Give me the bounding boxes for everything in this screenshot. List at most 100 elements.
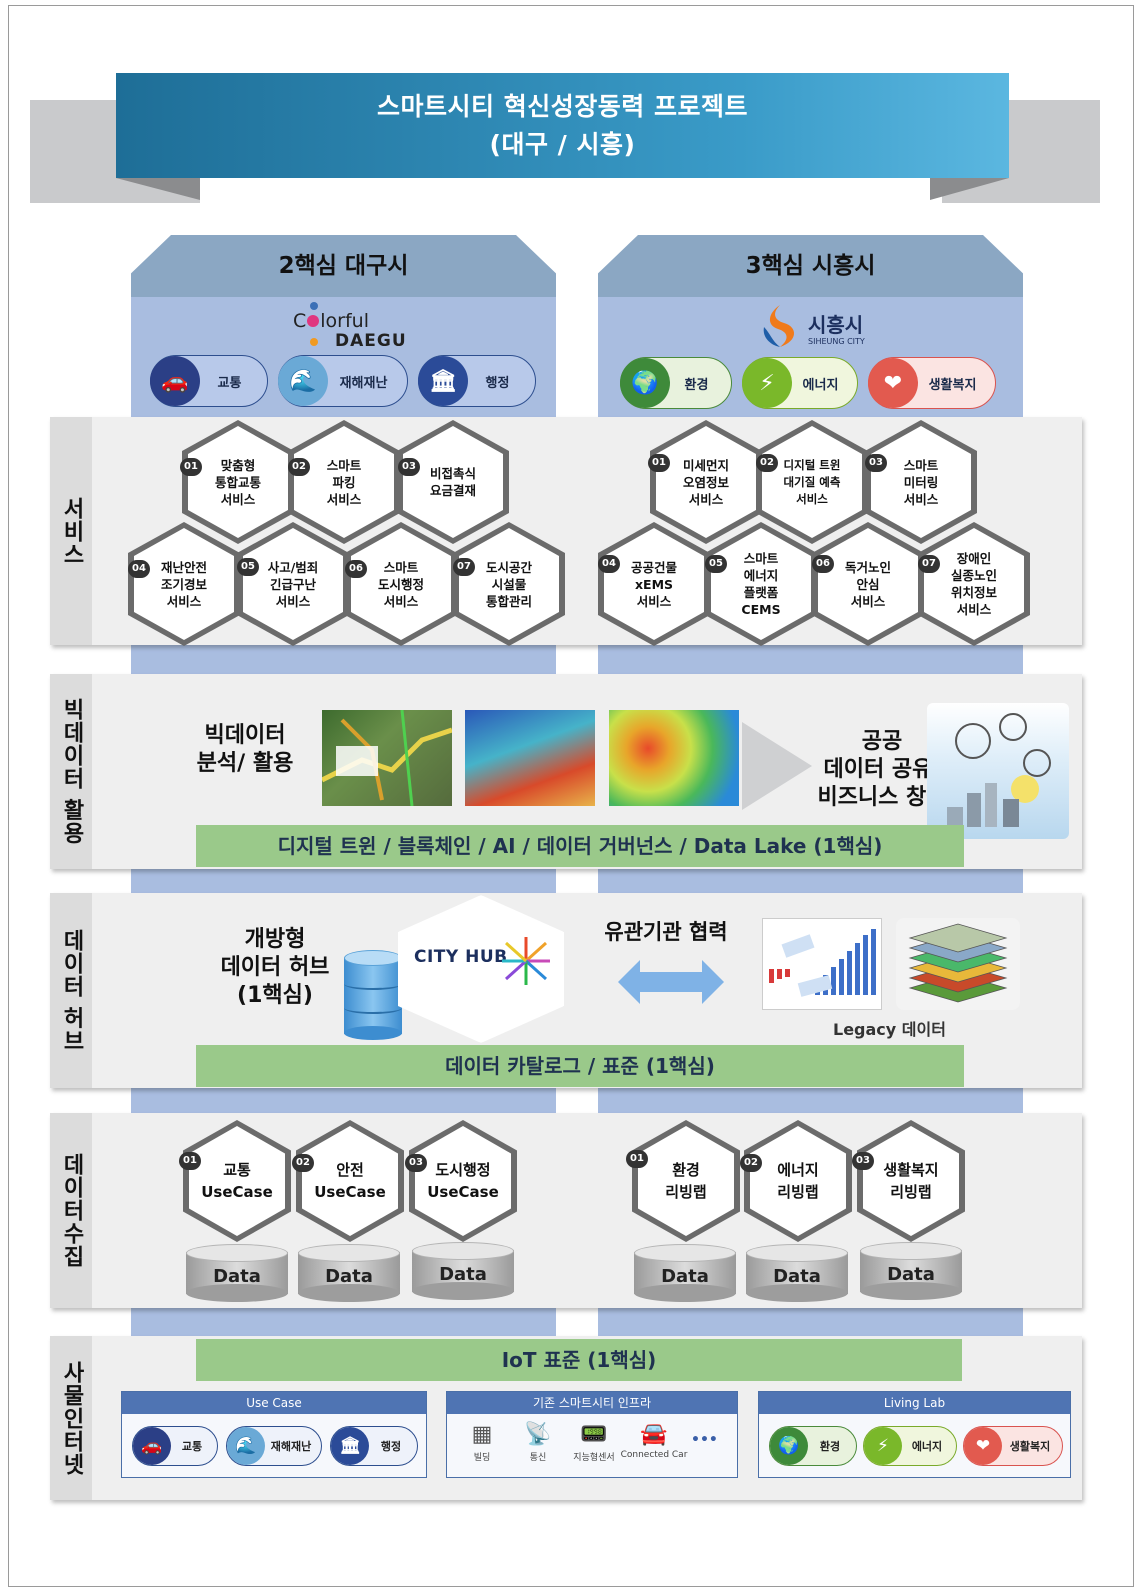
data-cylinder-label: Data xyxy=(325,1266,373,1287)
service-hex-daegu-07-label: 도시공간 시설물 통합관리 xyxy=(459,528,559,640)
infra-sensor-label: 지능형센서 xyxy=(573,1453,615,1463)
city-hub-label: CITY HUB xyxy=(414,947,508,967)
bigdata-map-image-2 xyxy=(465,710,595,806)
iot-livinglab-energy: ⚡ 에너지 xyxy=(863,1426,957,1466)
service-hex-siheung-01-label: 미세먼지 오염정보 서비스 xyxy=(656,426,756,538)
service-hex-siheung-02-label: 디지털 트윈 대기질 예측 서비스 xyxy=(762,426,862,538)
siheung-emblem-icon xyxy=(763,305,795,347)
bigdata-map-image-3 xyxy=(609,710,739,806)
daegu-pill-admin: 🏛 행정 xyxy=(418,355,536,407)
iot-livinglab-welfare-label: 생활복지 xyxy=(1009,1440,1051,1453)
collect-hex-siheung-02-label: 에너지 리빙랩 xyxy=(750,1126,846,1236)
service-hex-daegu-02-label: 스마트 파킹 서비스 xyxy=(294,426,394,538)
heart-hands-icon: ❤ xyxy=(868,358,918,408)
data-cylinder-label: Data xyxy=(887,1264,935,1285)
lightning-icon: ⚡ xyxy=(864,1427,902,1465)
logo-dot-orange-icon xyxy=(310,338,318,346)
car-icon: 🚗 xyxy=(133,1427,171,1465)
data-cylinder-daegu-03: Data xyxy=(412,1242,514,1300)
collect-num-daegu-01: 01 xyxy=(179,1152,201,1170)
siheung-logo-sub: SIHEUNG CITY xyxy=(808,337,865,346)
collect-hex-daegu-03: 도시행정 UseCase xyxy=(409,1120,517,1242)
iot-livinglab-title: Living Lab xyxy=(759,1392,1070,1414)
bigdata-map-image-1 xyxy=(320,709,453,807)
city-people-icon xyxy=(947,713,1051,827)
bigdata-arrow-icon xyxy=(742,722,812,810)
service-hex-daegu-04: 재난안전 조기경보 서비스 xyxy=(128,522,240,646)
collect-num-daegu-02: 02 xyxy=(292,1154,314,1172)
data-cylinder-daegu-02: Data xyxy=(298,1244,400,1302)
hub-left-title: 개방형 데이터 허브 (1핵심) xyxy=(220,927,330,1008)
data-cylinder-label: Data xyxy=(213,1266,261,1287)
data-cylinder-label: Data xyxy=(439,1264,487,1285)
daegu-pill-admin-label: 행정 xyxy=(485,375,510,391)
data-cylinder-siheung-03: Data xyxy=(860,1242,962,1300)
data-cylinder-daegu-01: Data xyxy=(186,1244,288,1302)
daegu-heading: 2핵심 대구시 xyxy=(131,235,556,299)
iot-usecase-disaster: 🌊재해재난 xyxy=(226,1426,322,1466)
collect-hex-siheung-01-label: 환경 리빙랩 xyxy=(638,1126,734,1236)
logo-o-icon xyxy=(307,315,320,327)
iot-livinglab-env: 🌍환경 xyxy=(769,1426,857,1466)
iot-infra-box: 기존 스마트시티 인프라 ▦빌딩 📡통신 📟지능형센서 🚘Connected C… xyxy=(446,1391,738,1478)
service-hex-siheung-02: 디지털 트윈 대기질 예측 서비스 xyxy=(756,420,868,544)
collect-hex-siheung-02: 에너지 리빙랩 xyxy=(744,1120,852,1242)
iot-usecase-disaster-label: 재해재난 xyxy=(270,1440,312,1453)
ribbon-fold-right xyxy=(930,178,1009,200)
iot-label: 사물인터넷 xyxy=(59,1360,84,1476)
service-num-daegu-07: 07 xyxy=(453,558,475,576)
infra-sensor: 📟 지능형센서 xyxy=(559,1420,629,1463)
city-hub-hexagon: CITY HUB xyxy=(398,895,564,1043)
iot-livinglab-box: Living Lab 🌍환경 ⚡ 에너지 ❤ 생활복지 xyxy=(758,1391,1071,1478)
database-icon xyxy=(344,950,402,1040)
infra-car: 🚘 Connected Car xyxy=(619,1420,689,1460)
double-arrow-icon xyxy=(618,960,724,1004)
heart-hands-icon: ❤ xyxy=(964,1427,1002,1465)
data-cylinder-label: Data xyxy=(773,1266,821,1287)
title-line2: (대구 / 시흥) xyxy=(489,130,636,159)
collect-hex-siheung-03: 생활복지 리빙랩 xyxy=(857,1120,965,1242)
siheung-pill-welfare-label: 생활복지 xyxy=(928,377,977,393)
service-num-siheung-06: 06 xyxy=(812,555,834,573)
title-banner: 스마트시티 혁신성장동력 프로젝트 (대구 / 시흥) xyxy=(116,73,1009,178)
collect-num-siheung-03: 03 xyxy=(852,1152,874,1170)
building-icon: ▦ xyxy=(471,1422,493,1447)
iot-livinglab-energy-label: 에너지 xyxy=(911,1440,943,1453)
collect-hex-daegu-02: 안전 UseCase xyxy=(296,1120,404,1242)
service-num-siheung-04: 04 xyxy=(598,555,620,573)
service-num-siheung-02: 02 xyxy=(756,454,778,472)
infra-telecom-label: 통신 xyxy=(529,1453,547,1463)
logo-c: C xyxy=(293,310,307,332)
traffic-map-graphic xyxy=(320,709,453,807)
iot-usecase-traffic: 🚗교통 xyxy=(132,1426,218,1466)
map-layers-icon xyxy=(908,923,1008,1003)
car-icon: 🚗 xyxy=(150,356,200,406)
sensor-icon: 📟 xyxy=(580,1422,608,1447)
ribbon-fold-left xyxy=(116,178,200,200)
service-num-siheung-03: 03 xyxy=(865,454,887,472)
iot-label-box: 사물인터넷 xyxy=(50,1336,92,1500)
infra-car-label: Connected Car xyxy=(620,1450,688,1460)
daegu-pill-traffic: 🚗 교통 xyxy=(150,355,268,407)
service-hex-daegu-07: 도시공간 시설물 통합관리 xyxy=(453,522,565,646)
collect-hex-daegu-01: 교통 UseCase xyxy=(183,1120,291,1242)
service-hex-daegu-05: 사고/범죄 긴급구난 서비스 xyxy=(237,522,349,646)
bigdata-label-box: 빅데이터 활용 xyxy=(50,674,92,869)
collect-hex-daegu-01-label: 교통 UseCase xyxy=(189,1126,285,1236)
connected-car-icon: 🚘 xyxy=(640,1422,668,1447)
logo-daegu: DAEGU xyxy=(335,331,407,351)
siheung-pill-welfare: ❤ 생활복지 xyxy=(868,357,996,409)
service-hex-siheung-04-label: 공공건물 xEMS 서비스 xyxy=(604,528,704,640)
iot-usecase-admin: 🏛행정 xyxy=(330,1426,418,1466)
iot-usecase-box: Use Case 🚗교통 🌊재해재난 🏛행정 xyxy=(121,1391,427,1478)
daegu-pill-traffic-label: 교통 xyxy=(217,375,242,391)
service-num-daegu-01: 01 xyxy=(180,458,202,476)
globe-icon: 🌍 xyxy=(770,1427,808,1465)
siheung-pill-env-label: 환경 xyxy=(684,377,709,393)
collect-num-daegu-03: 03 xyxy=(405,1154,427,1172)
service-num-daegu-06: 06 xyxy=(345,560,367,578)
service-hex-siheung-03-label: 스마트 미터링 서비스 xyxy=(871,426,971,538)
infra-building-label: 빌딩 xyxy=(473,1453,491,1463)
service-num-daegu-02: 02 xyxy=(288,458,310,476)
